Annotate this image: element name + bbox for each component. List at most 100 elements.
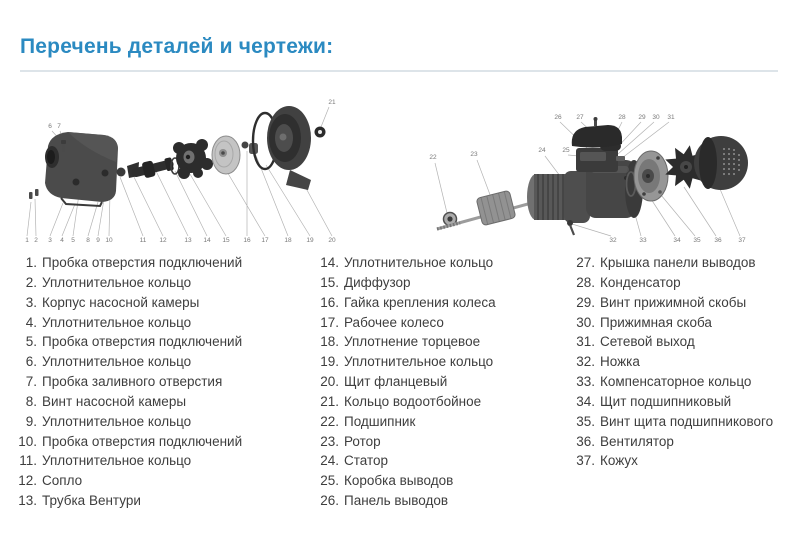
part-label: Панель выводов (344, 493, 449, 509)
part-label: Винт прижимной скобы (600, 294, 747, 310)
part-item: 19. Уплотнительное кольцо (318, 352, 570, 372)
part-number: 35. (576, 413, 595, 429)
part-number: 19. (320, 354, 339, 370)
part-number: 13. (18, 493, 37, 509)
stator-shape (527, 171, 590, 223)
callout-18: 18 (284, 237, 292, 244)
part-number: 25. (320, 473, 339, 489)
callout-22: 22 (429, 154, 437, 161)
callout-29: 29 (638, 114, 646, 121)
callout-34: 34 (673, 237, 681, 244)
part-item: 28. Конденсатор (574, 273, 798, 293)
part-item: 10. Пробка отверстия подключений (16, 432, 314, 452)
part-label: Кожух (600, 453, 638, 469)
part-number: 8. (25, 393, 37, 409)
pump-housing-shape (45, 132, 118, 208)
part-number: 12. (18, 473, 37, 489)
part-label: Уплотнительное кольцо (344, 354, 494, 370)
part-number: 28. (576, 274, 595, 290)
impeller-shape (211, 135, 241, 175)
callout-31: 31 (667, 114, 675, 121)
callout-2: 2 (34, 237, 38, 244)
part-number: 36. (576, 433, 595, 449)
part-label: Винт щита подшипникового (600, 413, 774, 429)
part-number: 34. (576, 393, 595, 409)
callout-7: 7 (57, 123, 61, 130)
callout-26: 26 (554, 114, 562, 121)
part-item: 32.Ножка (574, 352, 798, 372)
callout-5: 5 (71, 237, 75, 244)
part-item: 35. Винт щита подшипникового (574, 412, 798, 432)
part-label: Крышка панели выводов (600, 255, 756, 270)
callout-24: 24 (538, 147, 546, 154)
part-number: 27. (576, 255, 595, 270)
callout-36: 36 (714, 237, 722, 244)
part-number: 32. (576, 354, 595, 370)
part-label: Уплотнительное кольцо (344, 255, 494, 270)
chamber-screw-shape (61, 140, 66, 152)
part-label: Уплотнительное кольцо (42, 453, 192, 469)
part-number: 3. (25, 294, 37, 310)
part-item: 5.Пробка отверстия подключений (16, 332, 314, 352)
part-number: 16. (320, 294, 339, 310)
part-label: Кольцо водоотбойное (344, 393, 482, 409)
part-label: Гайка крепления колеса (344, 294, 496, 310)
part-label: Ротор (344, 433, 381, 449)
part-label: Коробка выводов (344, 473, 454, 489)
part-label: Прижимная скоба (600, 314, 712, 330)
part-number: 2. (25, 274, 37, 290)
part-number: 29. (576, 294, 595, 310)
callout-35: 35 (693, 237, 701, 244)
callout-12: 12 (159, 237, 167, 244)
part-number: 14. (320, 255, 339, 270)
part-number: 4. (25, 314, 37, 330)
motor-exploded-diagram: 22 23 24 25 26 27 28 29 30 31 32 33 34 3… (429, 114, 748, 244)
part-label: Винт насосной камеры (42, 393, 187, 409)
callout-8: 8 (86, 237, 90, 244)
callout-16: 16 (243, 237, 251, 244)
part-number: 33. (576, 374, 595, 390)
callout-25: 25 (562, 147, 570, 154)
venturi-tube-shape (131, 157, 174, 178)
part-item: 13. Трубка Вентури (16, 491, 314, 511)
nut-and-seal-shape (241, 141, 258, 154)
flange-shield-shape (267, 106, 311, 190)
part-item: 30.Прижимная скоба (574, 313, 798, 333)
callout-1: 1 (25, 237, 29, 244)
part-label: Уплотнительное кольцо (42, 274, 192, 290)
parts-column-3: 27.Крышка панели выводов 28.Конденсатор … (574, 253, 798, 471)
part-number: 7. (25, 374, 37, 390)
part-number: 11. (19, 453, 37, 469)
part-label: Конденсатор (600, 274, 681, 290)
part-number: 15. (320, 274, 339, 290)
part-number: 10. (18, 433, 37, 449)
part-label: Подшипник (344, 413, 416, 429)
bearing-shape (442, 211, 458, 227)
part-label: Пробка отверстия подключений (42, 433, 243, 449)
part-number: 18. (320, 334, 339, 350)
parts-column-1: 1.Пробка отверстия подключений 2.Уплотни… (16, 253, 314, 511)
part-item: 12.Сопло (16, 471, 314, 491)
part-item: 7.Пробка заливного отверстия (16, 372, 314, 392)
part-label: Уплотнительное кольцо (42, 314, 192, 330)
part-number: 26. (320, 493, 339, 509)
part-item: 33.Компенсаторное кольцо (574, 372, 798, 392)
part-label: Щит подшипниковый (600, 393, 732, 409)
part-label: Рабочее колесо (344, 314, 444, 330)
callout-30: 30 (652, 114, 660, 121)
diffuser-shape (173, 139, 213, 179)
pump-exploded-diagram: 1 2 3 4 5 6 7 8 9 10 11 12 13 14 15 16 1… (25, 99, 336, 244)
part-item: 14. Уплотнительное кольцо (318, 253, 570, 273)
part-label: Статор (344, 453, 389, 469)
callout-3: 3 (48, 237, 52, 244)
part-label: Вентилятор (600, 433, 674, 449)
callout-32: 32 (609, 237, 617, 244)
part-item: 9.Уплотнительное кольцо (16, 412, 314, 432)
callout-23: 23 (470, 151, 478, 158)
part-label: Трубка Вентури (42, 493, 141, 509)
part-item: 4. Уплотнительное кольцо (16, 313, 314, 333)
part-item: 20.Щит фланцевый (318, 372, 570, 392)
foot-screw-shape (567, 220, 576, 236)
part-item: 22.Подшипник (318, 412, 570, 432)
callout-13: 13 (184, 237, 192, 244)
